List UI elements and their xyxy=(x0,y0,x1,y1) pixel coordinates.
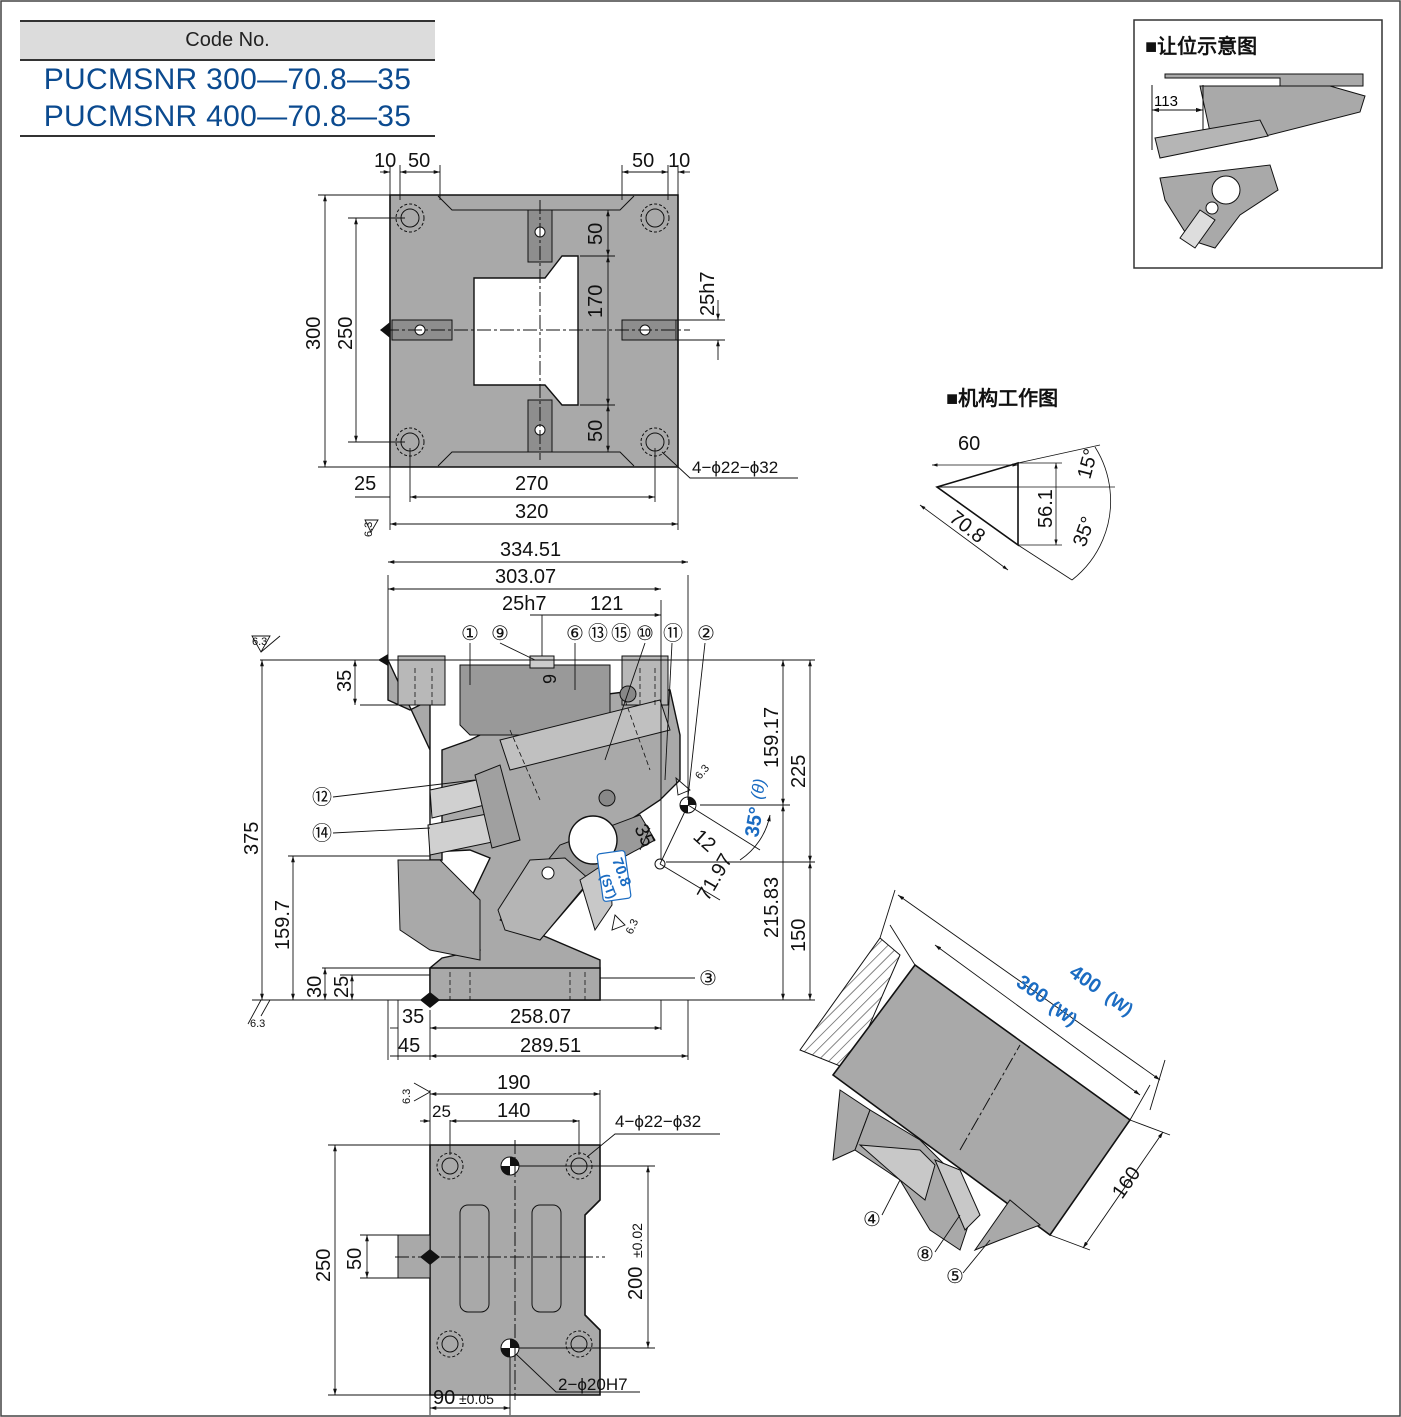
svg-text:159.7: 159.7 xyxy=(272,900,294,950)
svg-text:70.8: 70.8 xyxy=(945,507,989,548)
svg-text:289.51: 289.51 xyxy=(520,1035,581,1057)
svg-text:50: 50 xyxy=(632,150,654,172)
svg-text:25: 25 xyxy=(354,473,376,495)
svg-text:121: 121 xyxy=(590,593,623,615)
bottom-view xyxy=(328,1082,720,1415)
svg-text:250: 250 xyxy=(335,317,357,350)
svg-text:50: 50 xyxy=(585,420,607,442)
svg-text:6.3: 6.3 xyxy=(401,1089,413,1104)
svg-text:334.51: 334.51 xyxy=(500,539,561,561)
top-view xyxy=(318,165,798,533)
callout-1: ① xyxy=(461,623,479,645)
svg-text:30: 30 xyxy=(304,976,326,998)
code-table-header: Code No. xyxy=(20,20,435,61)
svg-text:25h7: 25h7 xyxy=(697,272,719,317)
svg-text:4−ϕ22−ϕ32: 4−ϕ22−ϕ32 xyxy=(615,1112,701,1131)
bottom-view-labels: 190 25 140 4−ϕ22−ϕ32 250 50 200 ±0.02 90… xyxy=(313,1072,701,1409)
svg-text:35°: 35° xyxy=(1069,514,1100,550)
svg-text:300: 300 xyxy=(1012,971,1052,1008)
svg-text:160: 160 xyxy=(1108,1163,1145,1203)
svg-text:±0.02: ±0.02 xyxy=(629,1223,645,1258)
svg-text:(W): (W) xyxy=(1046,997,1081,1030)
front-view xyxy=(247,560,815,1060)
svg-text:50: 50 xyxy=(344,1248,366,1270)
svg-text:6.3: 6.3 xyxy=(252,636,267,648)
svg-text:250: 250 xyxy=(313,1249,335,1282)
svg-text:190: 190 xyxy=(497,1072,530,1094)
svg-text:90: 90 xyxy=(433,1387,455,1409)
callout-2: ② xyxy=(697,623,715,645)
svg-text:375: 375 xyxy=(241,822,263,855)
code-table: Code No. PUCMSNR 300—70.8—35 PUCMSNR 400… xyxy=(20,20,435,137)
svg-text:159.17: 159.17 xyxy=(761,707,783,768)
svg-text:2−ϕ20H7: 2−ϕ20H7 xyxy=(558,1375,628,1394)
svg-text:6.3: 6.3 xyxy=(624,917,641,936)
svg-text:4−ϕ22−ϕ32: 4−ϕ22−ϕ32 xyxy=(692,458,778,477)
svg-text:50: 50 xyxy=(408,150,430,172)
svg-text:320: 320 xyxy=(515,501,548,523)
svg-text:215.83: 215.83 xyxy=(761,877,783,938)
callout-10: ⑩ xyxy=(636,623,654,645)
callout-5: ⑤ xyxy=(946,1266,964,1288)
code-row-1: PUCMSNR 300—70.8—35 xyxy=(43,63,412,96)
svg-text:6.3: 6.3 xyxy=(363,522,375,537)
svg-text:35: 35 xyxy=(402,1006,424,1028)
svg-text:35°: 35° xyxy=(741,805,768,839)
svg-text:15°: 15° xyxy=(1074,446,1103,481)
svg-text:400: 400 xyxy=(1065,961,1105,998)
svg-text:25h7: 25h7 xyxy=(502,593,547,615)
svg-text:170: 170 xyxy=(585,285,607,318)
svg-text:60: 60 xyxy=(958,433,980,455)
svg-text:6.3: 6.3 xyxy=(693,762,712,781)
svg-text:6.3: 6.3 xyxy=(250,1018,265,1030)
svg-text:10: 10 xyxy=(668,150,690,172)
mechanism-labels: 60 70.8 56.1 15° 35° xyxy=(945,433,1103,550)
clearance-view: 113 xyxy=(1133,19,1383,269)
callout-13: ⑬ xyxy=(588,622,608,645)
callout-6: ⑥ xyxy=(566,623,584,645)
callout-3: ③ xyxy=(699,968,717,990)
svg-text:45: 45 xyxy=(398,1035,420,1057)
svg-text:25: 25 xyxy=(432,1102,451,1121)
callout-12: ⑫ xyxy=(312,786,332,809)
svg-text:35: 35 xyxy=(334,670,356,692)
svg-text:300: 300 xyxy=(303,317,325,350)
svg-text:±0.05: ±0.05 xyxy=(459,1391,494,1407)
callout-9: ⑨ xyxy=(491,623,509,645)
svg-text:303.07: 303.07 xyxy=(495,566,556,588)
code-row-2: PUCMSNR 400—70.8—35 xyxy=(43,100,412,133)
front-view-labels: 334.51 303.07 25h7 121 9 35 375 159.7 30… xyxy=(241,539,810,1057)
mechanism-panel-title: ■机构工作图 xyxy=(946,388,1059,410)
svg-text:56.1: 56.1 xyxy=(1035,489,1057,528)
svg-text:10: 10 xyxy=(374,150,396,172)
callout-14: ⑭ xyxy=(312,822,332,845)
svg-text:(θ): (θ) xyxy=(747,777,769,801)
top-view-labels: 10 50 50 10 300 250 50 170 25h7 50 4−ϕ22… xyxy=(303,150,778,537)
svg-text:150: 150 xyxy=(788,919,810,952)
svg-text:25: 25 xyxy=(331,976,353,998)
svg-text:258.07: 258.07 xyxy=(510,1006,571,1028)
svg-text:225: 225 xyxy=(788,755,810,788)
callout-4: ④ xyxy=(863,1209,881,1231)
isometric-view: 300 (W) 400 (W) 160 xyxy=(799,889,1171,1274)
svg-text:9: 9 xyxy=(540,674,560,684)
svg-text:140: 140 xyxy=(497,1100,530,1122)
dim-113: 113 xyxy=(1154,93,1178,110)
svg-text:50: 50 xyxy=(585,223,607,245)
svg-text:200: 200 xyxy=(625,1267,647,1300)
callout-15: ⑮ xyxy=(611,622,631,645)
svg-text:12: 12 xyxy=(689,825,720,856)
clearance-panel-title: ■让位示意图 xyxy=(1145,36,1258,58)
svg-text:270: 270 xyxy=(515,473,548,495)
svg-text:71.97: 71.97 xyxy=(693,850,737,904)
svg-text:(W): (W) xyxy=(1102,987,1137,1020)
callout-8: ⑧ xyxy=(916,1244,934,1266)
mechanism-view xyxy=(919,444,1115,581)
part-callouts: ① ⑨ ⑥ ⑬ ⑮ ⑩ ⑪ ② ⑫ ⑭ ③ ④ ⑧ ⑤ xyxy=(312,622,964,1288)
callout-11: ⑪ xyxy=(663,622,683,645)
